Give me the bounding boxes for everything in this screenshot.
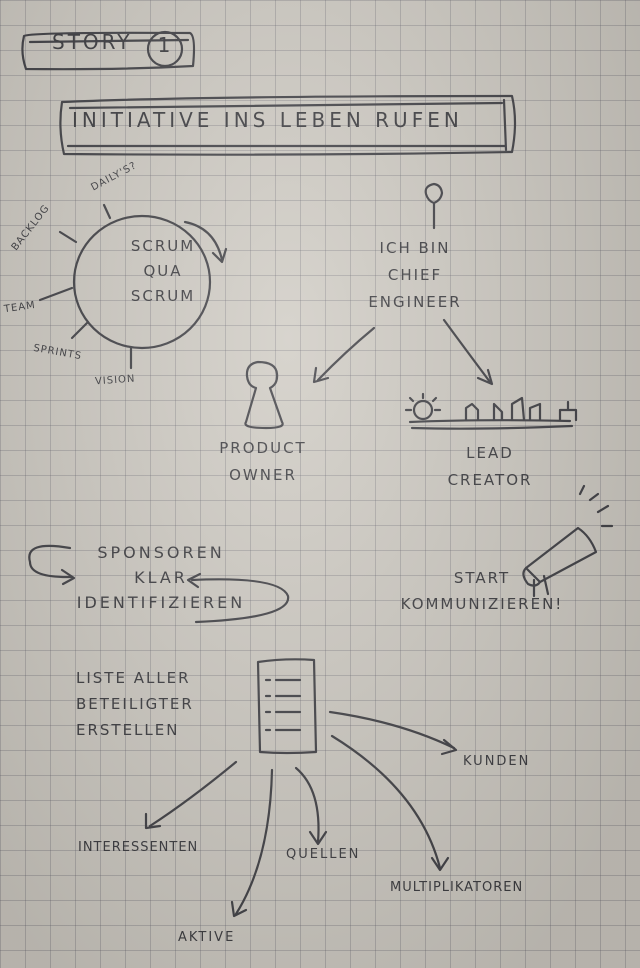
landscape-icon	[404, 392, 578, 430]
sponsor-loop-left	[28, 544, 74, 579]
lead-creator-label: Lead Creator	[447, 444, 533, 489]
spoke-dailys	[102, 203, 112, 220]
story-number-circle	[146, 30, 184, 68]
target-interessenten: Interessenten	[78, 840, 199, 855]
arrow-to-aktive	[234, 768, 274, 916]
scrum-label: Scrum qua Scrum	[130, 237, 196, 305]
sponsor-loop-right	[190, 578, 290, 624]
target-kunden: Kunden	[463, 754, 531, 769]
page-title: Initiative ins Leben rufen	[72, 108, 463, 132]
story-box-double	[28, 38, 190, 44]
scrum-circle-arrow	[183, 220, 224, 262]
arrow-to-kunden	[328, 710, 456, 750]
arrow-to-multi	[330, 734, 442, 870]
target-multiplikatoren: Multiplikatoren	[390, 880, 524, 895]
arrow-to-quellen	[294, 766, 320, 844]
list-icon	[256, 658, 318, 755]
target-aktive: Aktive	[178, 930, 236, 945]
arrow-to-po	[316, 326, 376, 382]
title-box-inner	[66, 98, 508, 152]
story-number: 1	[157, 33, 173, 57]
arrow-to-lead	[442, 318, 492, 384]
target-quellen: Quellen	[286, 847, 361, 862]
story-box	[21, 31, 196, 71]
chief-engineer-label: Ich bin Chief Engineer	[368, 239, 462, 311]
title-box	[59, 94, 517, 156]
list-label: Liste aller Beteiligter erstellen	[76, 669, 194, 739]
product-owner-label: Product Owner	[219, 439, 307, 484]
spoke-team	[38, 286, 74, 302]
sponsors-label: Sponsoren klar identifizieren	[76, 543, 246, 612]
start-label: Start kommunizieren!	[400, 569, 564, 613]
spoke-backlog	[58, 230, 78, 244]
arrow-to-interessenten	[148, 760, 238, 828]
story-label: Story	[52, 30, 133, 54]
spoke-sprints	[70, 320, 90, 340]
scrum-circle	[72, 214, 212, 350]
megaphone-icon	[522, 484, 614, 598]
pin-icon	[424, 182, 444, 230]
pawn-icon	[244, 360, 284, 430]
